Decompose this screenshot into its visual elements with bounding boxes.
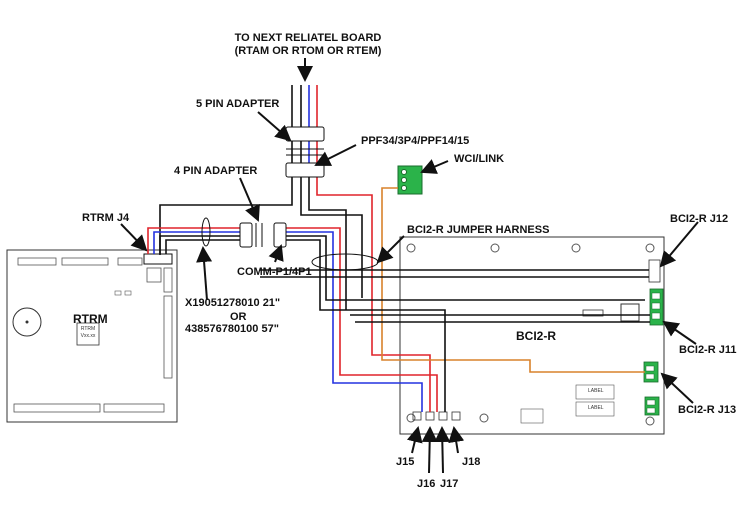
- board-label-box-1: LABEL: [588, 388, 604, 394]
- ppf-part-label: PPF34/3P4/PPF14/15: [361, 135, 470, 147]
- cable-label-line1: X19051278010 21": [185, 297, 281, 309]
- rtrm-chip-line2: Vxx.xx: [80, 333, 96, 339]
- wci-link-terminal: [397, 165, 423, 195]
- next-board-label-line2: (RTAM OR RTOM OR RTEM): [234, 45, 382, 57]
- board-label-box-2: LABEL: [588, 405, 604, 411]
- bci2r-j13-label: BCI2-R J13: [678, 404, 737, 416]
- rtrm-j4-label: RTRM J4: [82, 212, 130, 224]
- wci-link-label: WCI/LINK: [454, 153, 505, 165]
- bci2r-label: BCI2-R: [516, 329, 557, 343]
- five-pin-adapter-label: 5 PIN ADAPTER: [196, 98, 280, 110]
- next-board-label-line1: TO NEXT RELIATEL BOARD: [234, 32, 382, 44]
- j17-label: J17: [440, 478, 459, 490]
- callout-arrows: [120, 58, 699, 474]
- four-pin-adapter: [239, 222, 287, 248]
- bci2r-jumper-harness-label: BCI2-R JUMPER HARNESS: [407, 224, 550, 236]
- four-pin-adapter-label: 4 PIN ADAPTER: [174, 165, 258, 177]
- cable-tie-ellipse: [201, 217, 211, 247]
- harness-ellipse: [311, 253, 379, 271]
- j18-label: J18: [462, 456, 481, 468]
- rtrm-board: [6, 249, 178, 423]
- cable-label-line3: 438576780100 57": [185, 323, 279, 335]
- comm-p1-label: COMM-P1/4P1: [237, 266, 312, 278]
- rtrm-label: RTRM: [73, 312, 108, 326]
- bci2r-j12-label: BCI2-R J12: [670, 213, 729, 225]
- bci2r-j11-label: BCI2-R J11: [679, 344, 737, 356]
- j15-label: J15: [396, 456, 415, 468]
- wire-bundle: [147, 85, 650, 412]
- j16-label: J16: [417, 478, 436, 490]
- cable-label-line2: OR: [230, 311, 247, 323]
- rtrm-chip-line1: RTRM: [80, 326, 96, 332]
